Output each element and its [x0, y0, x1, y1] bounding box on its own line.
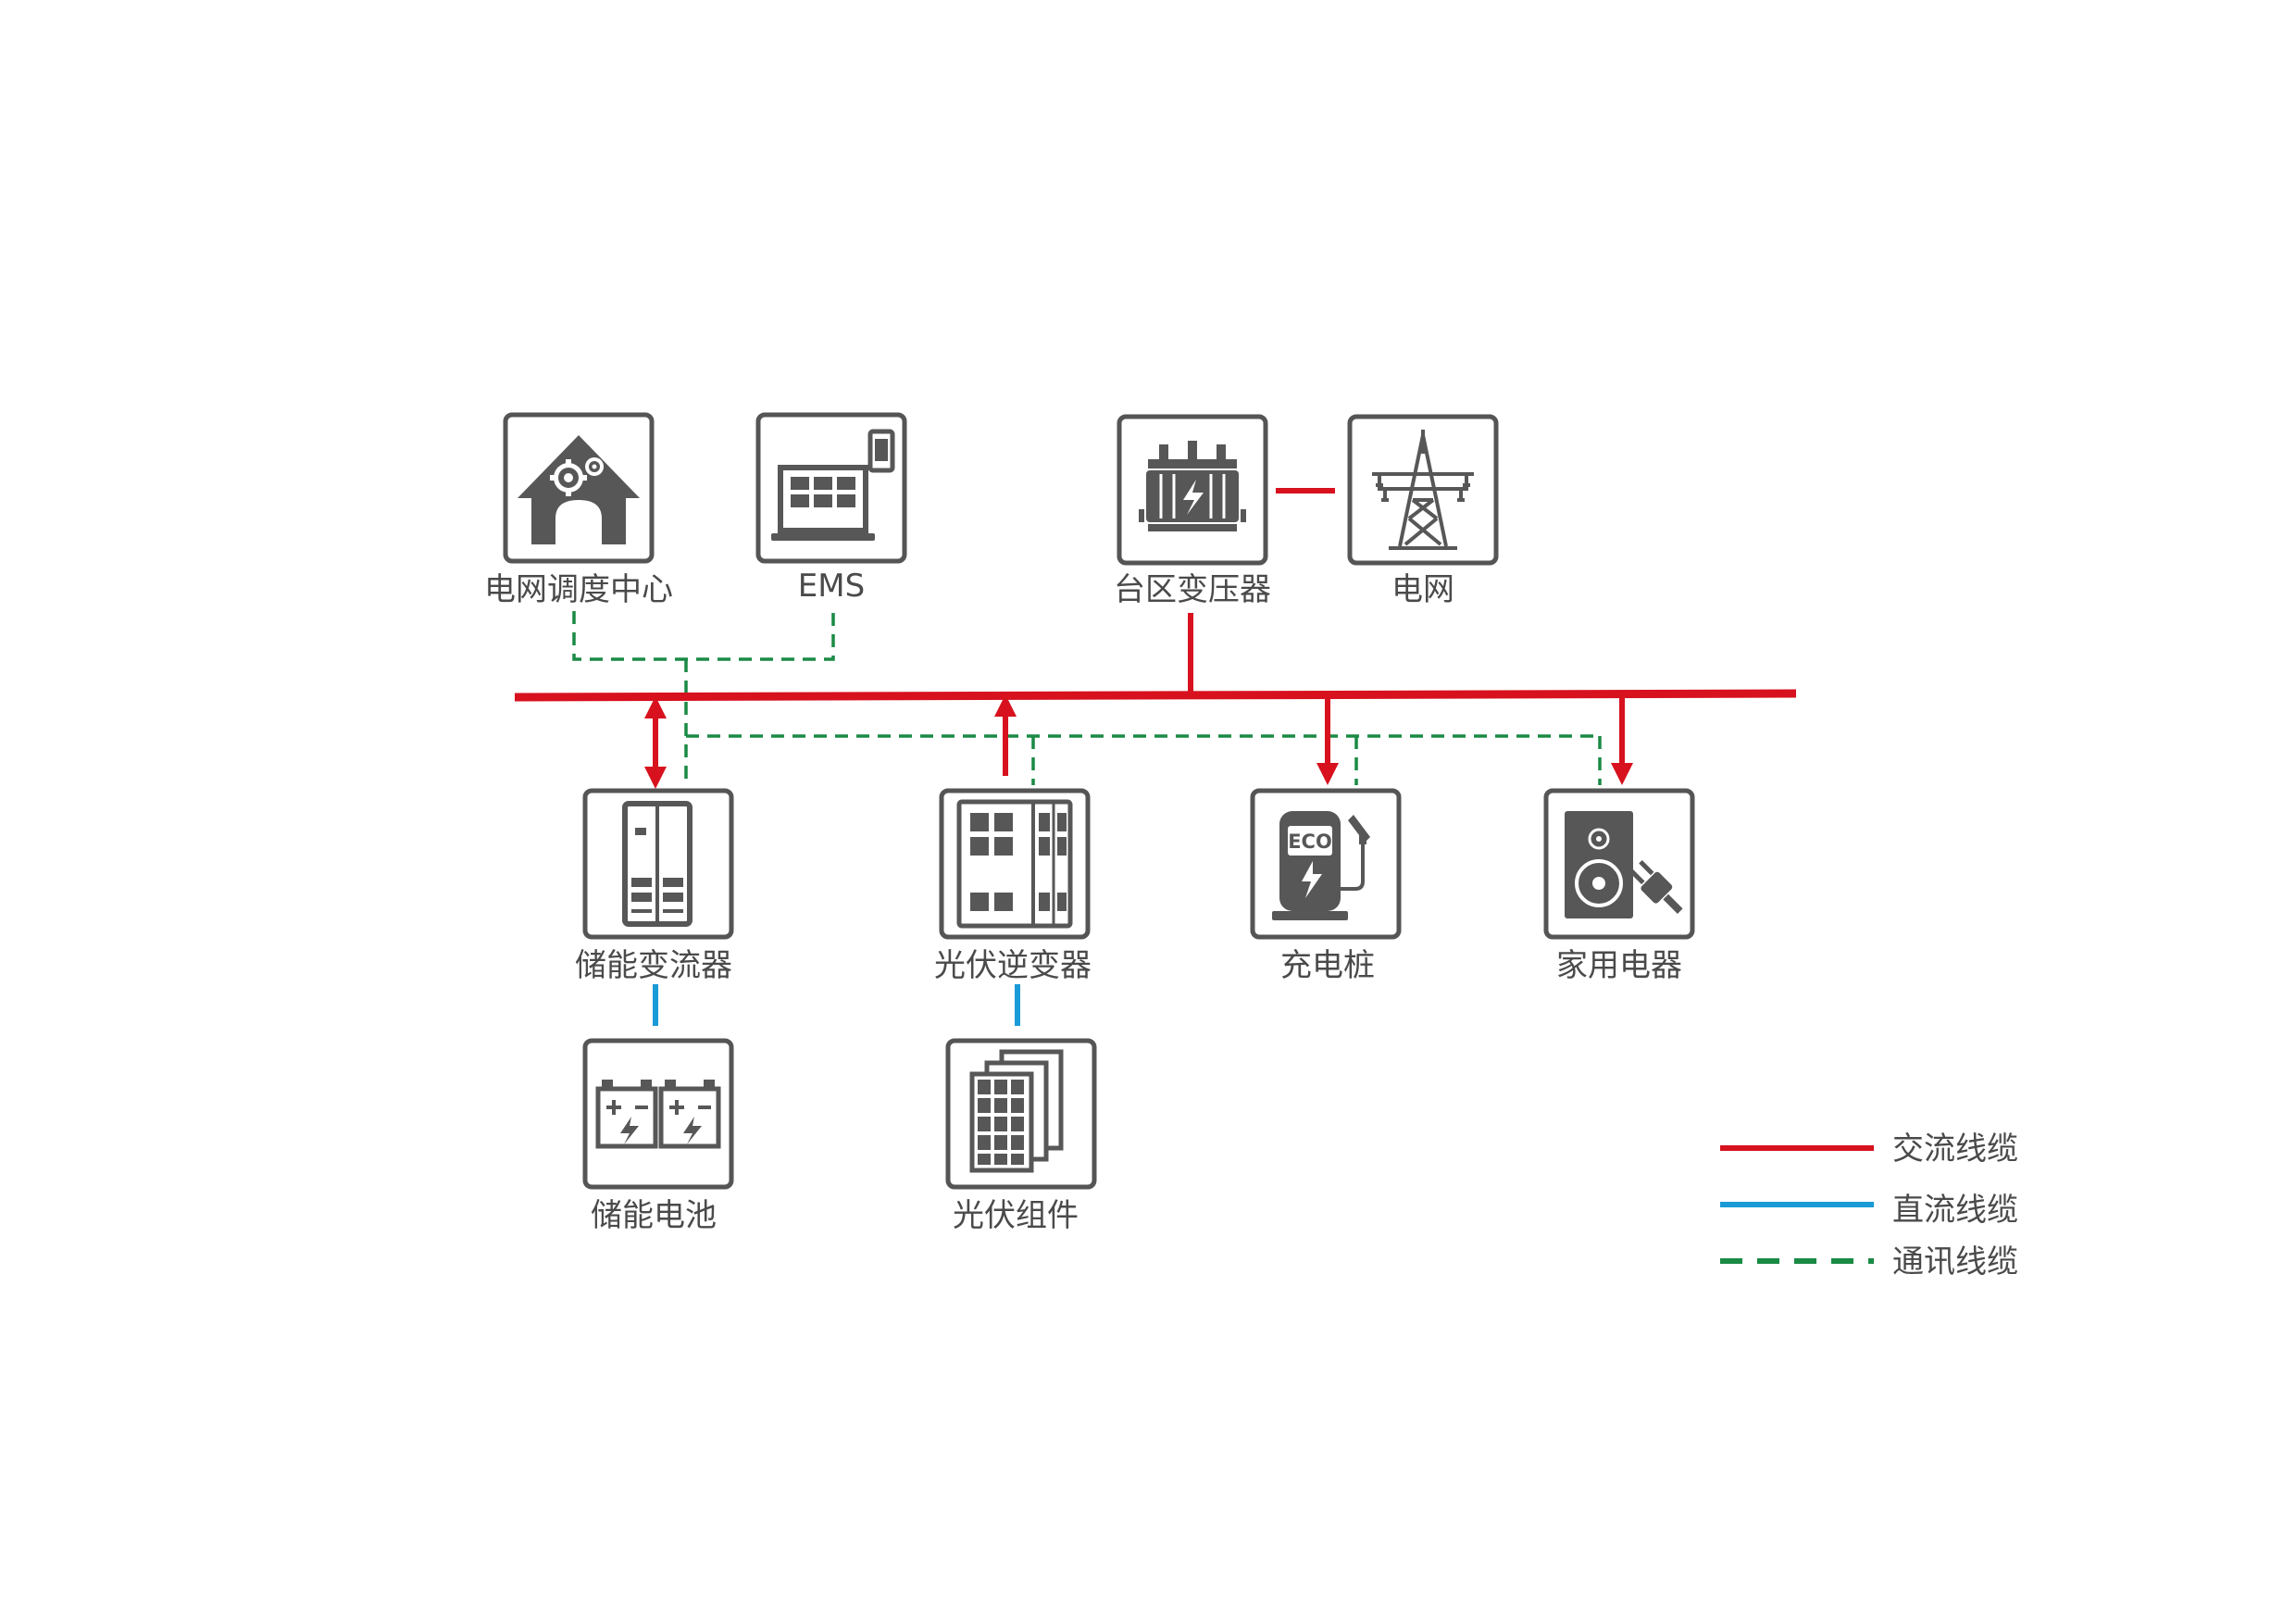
node-pv-module: 光伏组件: [945, 1038, 1097, 1234]
node-grid: 电网: [1347, 414, 1499, 608]
node-box: [582, 1038, 734, 1190]
node-label: 充电桩: [1280, 947, 1375, 984]
speaker-plug-icon: [1565, 811, 1683, 918]
comm-cables: [572, 611, 1602, 785]
legend-label: 直流线缆: [1892, 1192, 2018, 1229]
node-label: 储能变流器: [575, 947, 732, 984]
charger-badge-text: ECO: [1288, 831, 1332, 853]
transformer-icon: [1139, 441, 1246, 531]
node-label: 储能电池: [591, 1197, 717, 1234]
dc-cables: [653, 984, 1020, 1026]
legend-item-comm: 通讯线缆: [1720, 1243, 2018, 1280]
node-label: 电网调度中心: [484, 571, 673, 608]
node-charger: ECO 充电桩: [1250, 788, 1402, 984]
laptop-phone-icon: [771, 429, 895, 541]
dispatch-center-house-gears-icon: [518, 435, 640, 544]
comm-line-dispatch: [572, 611, 835, 661]
node-ems: EMS: [755, 412, 907, 605]
node-battery: 储能电池: [582, 1038, 734, 1234]
battery-pair-icon: [595, 1080, 721, 1149]
node-label: 家用电器: [1556, 947, 1682, 984]
ac-cables: [514, 488, 1797, 789]
node-dispatch-center: 电网调度中心: [484, 412, 673, 608]
node-box: [939, 788, 1091, 940]
ac-bus: [514, 689, 1797, 702]
node-label: 光伏组件: [953, 1197, 1079, 1234]
legend-item-dc: 直流线缆: [1720, 1192, 2018, 1229]
solar-panels-icon: [969, 1049, 1064, 1173]
node-label: 电网: [1391, 571, 1454, 608]
node-label: 台区变压器: [1114, 571, 1271, 608]
legend-item-ac: 交流线缆: [1720, 1131, 2018, 1168]
node-pv-inverter: 光伏逆变器: [934, 788, 1092, 984]
cabinet-converter-icon: [622, 801, 693, 927]
legend-label: 通讯线缆: [1892, 1243, 2018, 1280]
transmission-tower-icon: [1372, 430, 1474, 550]
node-transformer: 台区变压器: [1114, 414, 1271, 608]
legend-label: 交流线缆: [1892, 1131, 2018, 1168]
inverter-cabinet-icon: [956, 799, 1073, 929]
node-pcs: 储能变流器: [575, 788, 734, 984]
node-label: EMS: [798, 568, 865, 605]
legend: 交流线缆 直流线缆 通讯线缆: [1720, 1131, 2018, 1280]
node-label: 光伏逆变器: [934, 947, 1092, 984]
ev-charger-eco-icon: ECO: [1272, 811, 1370, 920]
node-appliance: 家用电器: [1543, 788, 1695, 984]
